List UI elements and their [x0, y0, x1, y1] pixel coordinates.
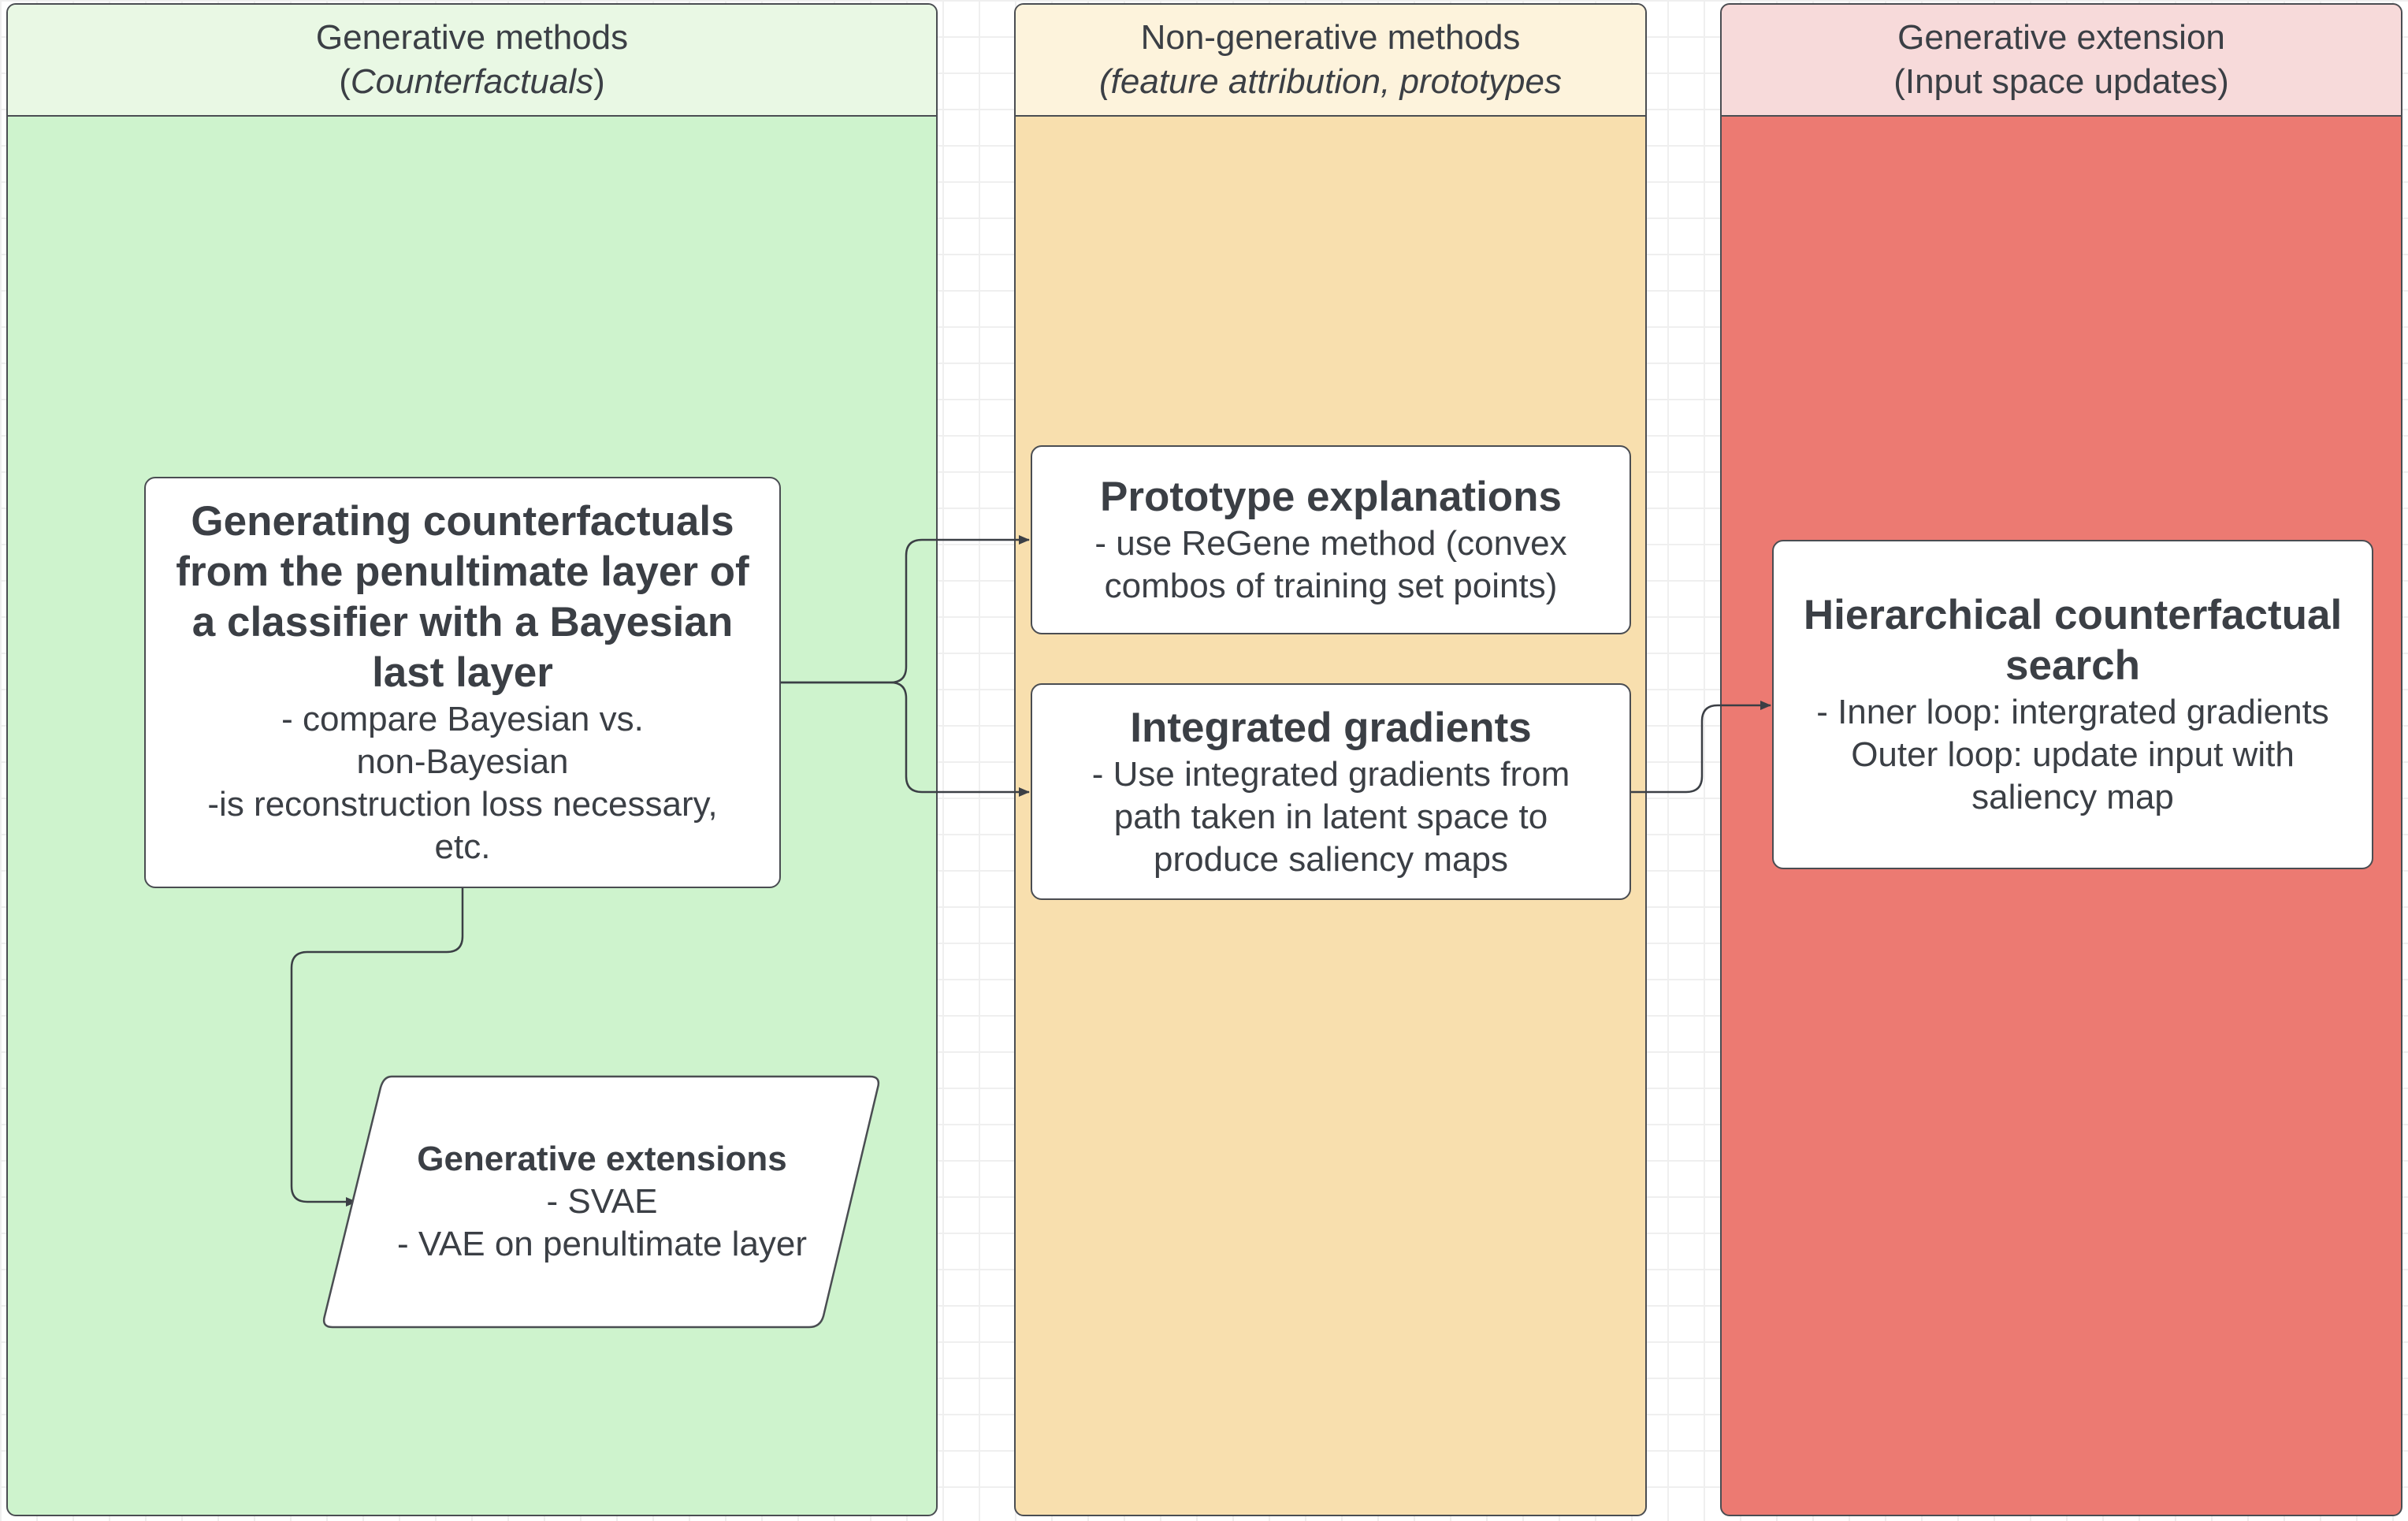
node-body: - use ReGene method (convex combos of tr… — [1094, 524, 1567, 605]
node-generating-counterfactuals[interactable]: Generating counterfactuals from the penu… — [144, 477, 781, 888]
node-prototype-explanations[interactable]: Prototype explanations - use ReGene meth… — [1031, 445, 1631, 634]
node-generative-extensions[interactable]: Generative extensions - SVAE - VAE on pe… — [323, 1076, 881, 1328]
node-body: - compare Bayesian vs. non-Bayesian -is … — [207, 700, 718, 866]
node-body: - SVAE - VAE on penultimate layer — [396, 1182, 808, 1263]
lane-subtitle: (feature attribution, prototypes — [1099, 62, 1562, 101]
node-body: - Use integrated gradients from path tak… — [1091, 754, 1570, 879]
node-title: Prototype explanations — [1099, 474, 1563, 520]
node-integrated-gradients[interactable]: Integrated gradients - Use integrated gr… — [1031, 683, 1631, 900]
lane-header-generative: Generative methods (Counterfactuals) — [8, 5, 936, 117]
node-hierarchical-counterfactual-search[interactable]: Hierarchical counterfactual search - Inn… — [1772, 540, 2373, 869]
node-title: Generative extensions — [417, 1140, 787, 1178]
node-body: - Inner loop: intergrated gradients Oute… — [1816, 693, 2329, 816]
lane-header-extension: Generative extension (Input space update… — [1722, 5, 2401, 117]
node-title: Hierarchical counterfactual search — [1803, 592, 2343, 689]
lane-title: Generative extension — [1897, 18, 2225, 57]
lane-header-non-generative: Non-generative methods (feature attribut… — [1016, 5, 1645, 117]
node-title: Generating counterfactuals from the penu… — [176, 498, 749, 696]
lane-subtitle: (Counterfactuals) — [339, 62, 605, 101]
lane-title: Generative methods — [315, 18, 629, 57]
lane-title: Non-generative methods — [1140, 18, 1521, 57]
lane-subtitle: (Input space updates) — [1893, 62, 2229, 101]
node-title: Integrated gradients — [1130, 704, 1532, 751]
